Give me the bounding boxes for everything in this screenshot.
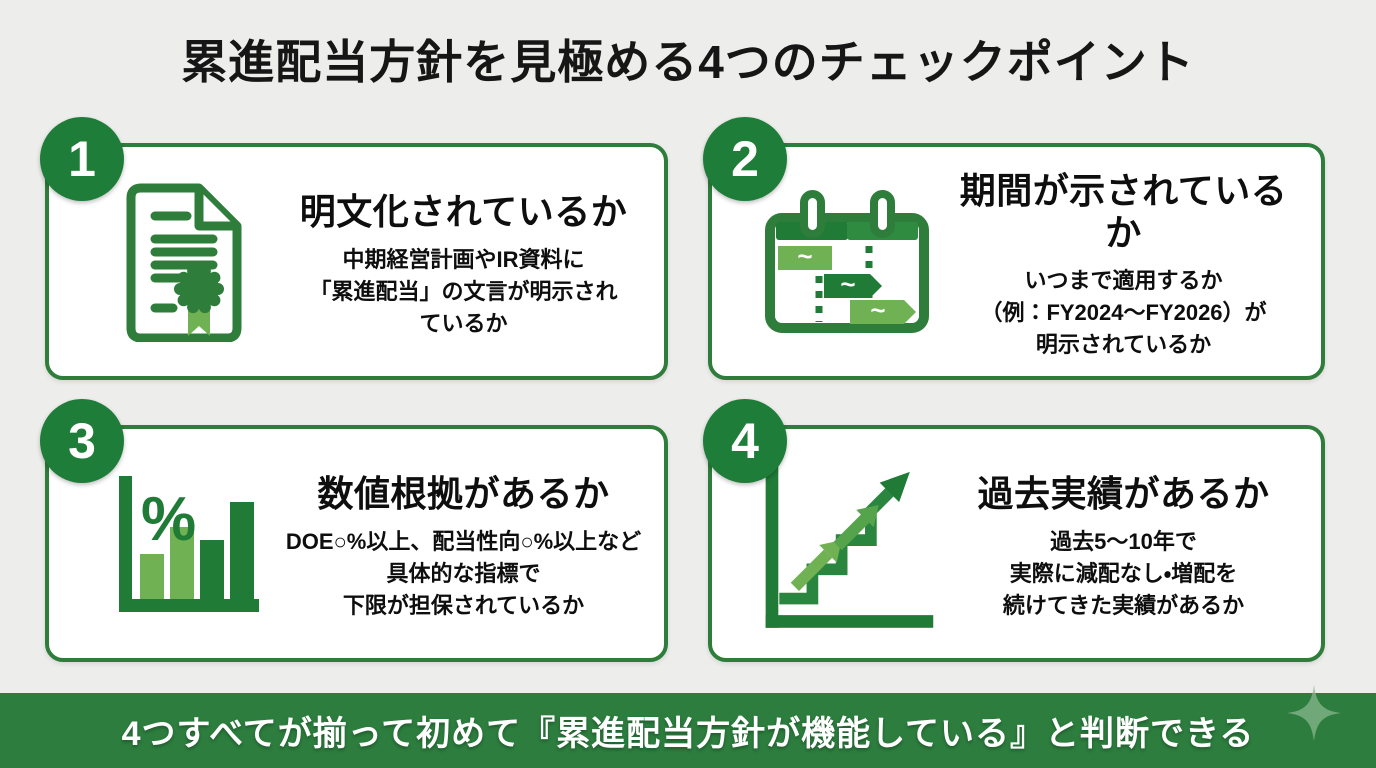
card-text: 明文化されているか 中期経営計画やIR資料に 「累進配当」の文言が明示され てい… bbox=[279, 183, 648, 340]
card-body: いつまで適用するか （例：FY2024〜FY2026）が 明示されているか bbox=[980, 268, 1267, 357]
card-number-badge: 1 bbox=[40, 117, 124, 201]
card-body: 過去5〜10年で 実際に減配なし・増配を 続けてきた実績があるか bbox=[1002, 529, 1245, 619]
card-heading: 期間が示されているか bbox=[959, 170, 1288, 253]
card-heading: 数値根拠があるか bbox=[317, 472, 610, 514]
card-heading: 明文化されているか bbox=[299, 190, 628, 232]
card-content: ~ ~ ~ 期間が示されているか いつまで適用するか （例：FY2024〜FY2… bbox=[712, 147, 1321, 376]
page-title: 累進配当方針を見極める4つのチェックポイント bbox=[181, 36, 1195, 88]
card-body: 中期経営計画やIR資料に 「累進配当」の文言が明示され ているか bbox=[309, 247, 618, 337]
card-text: 期間が示されているか いつまで適用するか （例：FY2024〜FY2026）が … bbox=[942, 162, 1305, 360]
card-number-badge: 4 bbox=[703, 399, 787, 483]
card-body: DOE○%以上、配当性向○%以上など 具体的な指標で 下限が担保されているか bbox=[285, 529, 642, 619]
tilde-glyph: ~ bbox=[870, 295, 885, 325]
certificate-document-icon bbox=[89, 182, 279, 342]
card-content: 過去実績があるか 過去5〜10年で 実際に減配なし・増配を 続けてきた実績がある… bbox=[712, 429, 1321, 658]
tilde-glyph: ~ bbox=[840, 269, 855, 299]
checkpoint-card-3: 3 % 数値根拠があるか DOE○%以上、配当性向○%以上など 具体的な指標で … bbox=[40, 399, 668, 662]
tilde-glyph: ~ bbox=[797, 241, 812, 271]
footer-banner: 4つすべてが揃って初めて『累進配当方針が機能している』と判断できる bbox=[0, 693, 1376, 768]
card-content: % 数値根拠があるか DOE○%以上、配当性向○%以上など 具体的な指標で 下限… bbox=[49, 429, 664, 658]
card-number-badge: 2 bbox=[703, 117, 787, 201]
card-heading: 過去実績があるか bbox=[977, 472, 1270, 514]
checkpoint-card-4: 4 過去実績があるか 過去5〜10年で 実際に減配なし・増配を 続けてきた実績が… bbox=[703, 399, 1325, 662]
calendar-gantt-icon: ~ ~ ~ bbox=[752, 188, 942, 336]
checkpoint-card-1: 1 bbox=[40, 117, 668, 380]
footer-text: 4つすべてが揃って初めて『累進配当方針が機能している』と判断できる bbox=[121, 715, 1255, 753]
card-text: 過去実績があるか 過去5〜10年で 実際に減配なし・増配を 続けてきた実績がある… bbox=[942, 465, 1305, 622]
card-number-badge: 3 bbox=[40, 399, 124, 483]
percent-bar-chart-icon: % bbox=[89, 464, 279, 624]
checkpoint-card-2: 2 ~ ~ ~ 期間が示されているか bbox=[703, 117, 1325, 380]
card-text: 数値根拠があるか DOE○%以上、配当性向○%以上など 具体的な指標で 下限が担… bbox=[279, 465, 648, 622]
sparkle-icon bbox=[1287, 684, 1341, 742]
rising-steps-arrow-icon bbox=[752, 448, 942, 640]
card-content: 明文化されているか 中期経営計画やIR資料に 「累進配当」の文言が明示され てい… bbox=[49, 147, 664, 376]
percent-glyph: % bbox=[141, 485, 196, 554]
